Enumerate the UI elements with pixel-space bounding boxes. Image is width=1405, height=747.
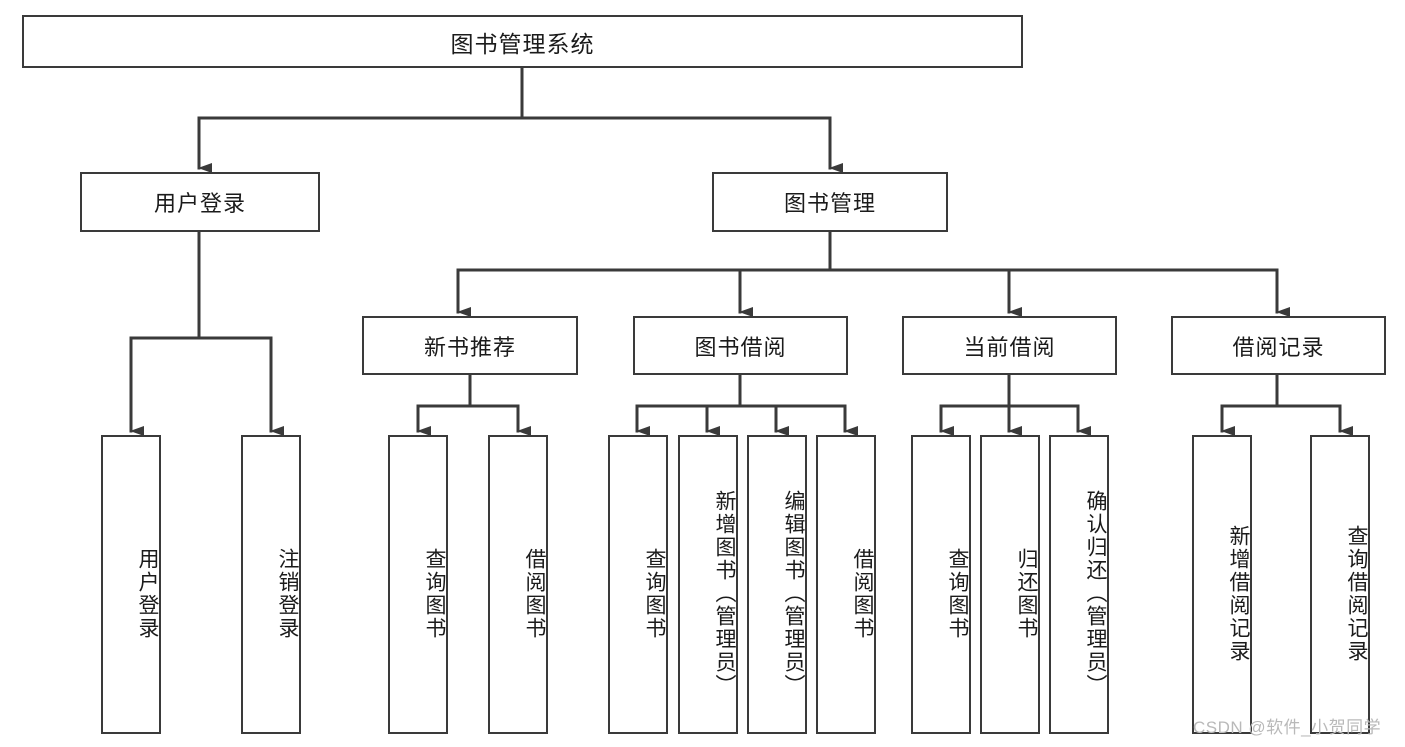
leaf-logout[interactable]: 注销登录	[241, 435, 301, 734]
leaf-confirm-return[interactable]: 确认归还（管理员）	[1049, 435, 1109, 734]
node-label: 归还图书	[1015, 547, 1038, 640]
node-label: 图书管理	[783, 191, 876, 216]
node-title-book-management-system[interactable]: 图书管理系统	[22, 15, 1023, 68]
node-label: 用户登录	[136, 547, 159, 640]
node-label: 查询图书	[946, 547, 969, 640]
node-label: 当前借阅	[963, 334, 1056, 360]
node-label: 借阅记录	[1232, 334, 1325, 360]
node-label: 新增借阅记录	[1227, 524, 1250, 663]
node-label: 借阅图书	[851, 547, 874, 640]
node-label: 查询图书	[423, 547, 446, 640]
node-label: 图书管理系统	[450, 30, 595, 57]
node-label: 编辑图书（管理员）	[782, 490, 805, 697]
leaf-query-book-recommend[interactable]: 查询图书	[388, 435, 448, 734]
node-label: 确认归还（管理员）	[1084, 490, 1107, 697]
node-label: 图书借阅	[694, 334, 787, 360]
leaf-user-login[interactable]: 用户登录	[101, 435, 161, 734]
node-label: 查询图书	[643, 547, 666, 640]
node-label: 新增图书（管理员）	[713, 490, 736, 697]
node-new-book-recommend[interactable]: 新书推荐	[362, 316, 578, 375]
node-book-management[interactable]: 图书管理	[712, 172, 948, 232]
node-borrow-record[interactable]: 借阅记录	[1171, 316, 1386, 375]
node-label: 用户登录	[153, 191, 246, 216]
leaf-query-borrow-record[interactable]: 查询借阅记录	[1310, 435, 1370, 734]
node-label: 新书推荐	[423, 334, 516, 360]
leaf-add-book[interactable]: 新增图书（管理员）	[678, 435, 738, 734]
node-label: 借阅图书	[523, 547, 546, 640]
node-label: 注销登录	[276, 547, 299, 640]
watermark: CSDN @软件_小贺同学	[1193, 718, 1382, 737]
leaf-query-book-current[interactable]: 查询图书	[911, 435, 971, 734]
leaf-borrow-book[interactable]: 借阅图书	[816, 435, 876, 734]
node-book-borrow[interactable]: 图书借阅	[633, 316, 848, 375]
node-user-login[interactable]: 用户登录	[80, 172, 320, 232]
leaf-query-book-borrow[interactable]: 查询图书	[608, 435, 668, 734]
leaf-return-book[interactable]: 归还图书	[980, 435, 1040, 734]
leaf-edit-book[interactable]: 编辑图书（管理员）	[747, 435, 807, 734]
leaf-borrow-book-recommend[interactable]: 借阅图书	[488, 435, 548, 734]
node-label: 查询借阅记录	[1345, 524, 1368, 663]
leaf-add-borrow-record[interactable]: 新增借阅记录	[1192, 435, 1252, 734]
node-current-borrow[interactable]: 当前借阅	[902, 316, 1117, 375]
